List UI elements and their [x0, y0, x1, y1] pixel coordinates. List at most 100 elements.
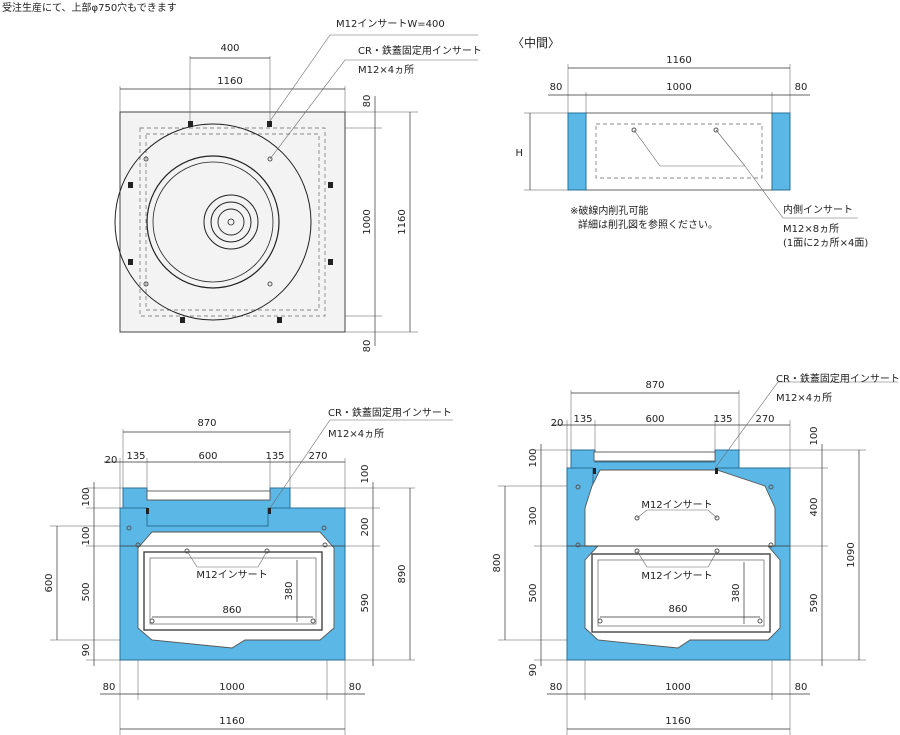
- section-right-dim-800: 800: [492, 553, 503, 572]
- plan-insert-left-1: [128, 182, 133, 188]
- section-right-callout-cr: CR・鉄蓋固定用インサート: [776, 372, 900, 385]
- plan-small-insert-3: [143, 281, 149, 287]
- section-left-dim-100-top-right: 100: [360, 464, 371, 483]
- section-right-dim-1090: 1090: [846, 542, 857, 567]
- middle-insert-2: [713, 127, 719, 133]
- section-left-dim-100-mid: 100: [81, 526, 92, 545]
- section-right-dim-1160: 1160: [665, 716, 690, 727]
- middle-callout-inner-qty1: M12×8ヵ所: [783, 223, 839, 235]
- plan-outline: [119, 111, 346, 333]
- section-left-dim-600-side: 600: [44, 573, 55, 592]
- plan-small-insert-1: [267, 156, 273, 162]
- section-left-dim-870: 870: [197, 418, 216, 429]
- section-right-dim-100-top-right: 100: [809, 426, 820, 445]
- section-left-dim-80-right: 80: [349, 682, 362, 693]
- middle-dim-80-left: 80: [550, 82, 563, 93]
- section-right-dim-860: 860: [668, 604, 687, 615]
- section-right-dim-270: 270: [755, 414, 774, 425]
- section-right-dim-100-top-left: 100: [528, 448, 539, 467]
- middle-view: 〈中間〉 1160 80 1000 80 H ※破線内削孔可能 詳細は削孔図を参…: [512, 35, 868, 249]
- section-left-dim-500: 500: [81, 582, 92, 601]
- plan-dim-400: 400: [220, 43, 239, 54]
- middle-dashed-drill-area: [595, 123, 763, 179]
- section-right-dim-400: 400: [809, 497, 820, 516]
- section-right-label-insert: M12インサート: [641, 570, 712, 582]
- plan-insert-bottom-right: [277, 317, 282, 323]
- plan-dashed-inner: [145, 133, 320, 311]
- section-right-dim-20: 20: [551, 418, 564, 429]
- section-right-dim-500: 500: [528, 583, 539, 602]
- section-left-cap-slab: [146, 490, 271, 501]
- plan-insert-left-2: [128, 259, 133, 265]
- section-left-window-inner: [149, 557, 317, 625]
- middle-dim-1160: 1160: [666, 55, 691, 66]
- header-note: 受注生産にて、上部φ750穴もできます: [2, 1, 177, 14]
- plan-insert-right-2: [328, 259, 333, 265]
- section-left-dim-1160: 1160: [219, 716, 244, 727]
- section-right-dim-590: 590: [809, 593, 820, 612]
- section-left-dim-90: 90: [81, 644, 92, 657]
- middle-note-line1: ※破線内削孔可能: [570, 204, 648, 217]
- plan-circle-4: [203, 194, 259, 250]
- section-right-label-insert-top: M12インサート: [641, 499, 712, 511]
- plan-dim-80-top: 80: [362, 95, 373, 108]
- plan-dim-1160-top: 1160: [217, 76, 242, 87]
- section-right: M12インサート M12インサート 380 860 870 20 135 600…: [492, 372, 900, 735]
- section-right-dim-1000: 1000: [665, 682, 690, 693]
- section-left-dim-135-left: 135: [126, 451, 145, 462]
- middle-dim-h: H: [515, 148, 523, 159]
- plan-circle-7: [227, 218, 235, 226]
- plan-callout-cr-qty: M12×4ヵ所: [358, 64, 414, 76]
- plan-view: 400 1160 80 1000 80 1160 M12インサートW=400 C…: [114, 18, 482, 353]
- section-left-dim-135-right: 135: [265, 451, 284, 462]
- plan-circle-5: [210, 201, 252, 243]
- section-right-cap-slab: [593, 451, 716, 462]
- section-right-dim-870: 870: [645, 380, 664, 391]
- section-left-label-insert: M12インサート: [196, 569, 267, 581]
- section-right-dim-600: 600: [645, 414, 664, 425]
- section-right-dim-80-left: 80: [550, 682, 563, 693]
- section-left-dim-860: 860: [222, 605, 241, 616]
- plan-dashed-opening: [139, 127, 326, 317]
- plan-dim-1000: 1000: [362, 209, 373, 234]
- middle-right-wall: [771, 112, 791, 191]
- plan-circle-3: [152, 161, 274, 283]
- section-right-dim-380: 380: [731, 583, 742, 602]
- section-left-dim-270: 270: [308, 451, 327, 462]
- section-left-dim-590: 590: [360, 593, 371, 612]
- middle-dim-80-right: 80: [795, 82, 808, 93]
- section-left-dim-200: 200: [360, 517, 371, 536]
- section-right-window-inner: [597, 559, 765, 627]
- plan-small-insert-2: [143, 156, 149, 162]
- section-right-dim-135-right: 135: [713, 414, 732, 425]
- section-right-dim-135-left: 135: [573, 414, 592, 425]
- section-left-dim-20: 20: [105, 455, 118, 466]
- plan-insert-right-1: [328, 182, 333, 188]
- plan-insert-top-left: [188, 121, 193, 127]
- section-left-dim-1000: 1000: [219, 682, 244, 693]
- middle-left-wall: [567, 112, 587, 191]
- plan-insert-top-right: [267, 121, 272, 127]
- middle-callout-inner: 内側インサート: [783, 203, 853, 216]
- section-right-dim-80-right: 80: [795, 682, 808, 693]
- middle-note-line2: 詳細は削孔図を参照ください。: [578, 218, 718, 231]
- middle-title: 〈中間〉: [512, 35, 560, 50]
- plan-callout-insert-w: M12インサートW=400: [336, 18, 445, 30]
- section-left-callout-cr: CR・鉄蓋固定用インサート: [328, 406, 452, 419]
- section-left-dim-890: 890: [397, 564, 408, 583]
- plan-insert-bottom-left: [180, 317, 185, 323]
- section-right-dim-90: 90: [528, 664, 539, 677]
- plan-callout-cr: CR・鉄蓋固定用インサート: [358, 44, 482, 57]
- plan-outer-circle: [114, 123, 312, 321]
- middle-dim-1000: 1000: [666, 82, 691, 93]
- plan-small-insert-4: [267, 281, 273, 287]
- middle-callout-inner-qty2: (1面に2ヵ所×4面): [783, 237, 868, 249]
- section-left: M12インサート 380 860 870 20 135 600 135 270 …: [44, 406, 453, 735]
- plan-dim-80-bottom: 80: [362, 340, 373, 353]
- plan-circle-6: [217, 208, 245, 236]
- plan-dim-1160-side: 1160: [397, 209, 408, 234]
- middle-insert-1: [631, 127, 637, 133]
- section-left-dim-80-left: 80: [103, 682, 116, 693]
- section-right-dim-300: 300: [528, 506, 539, 525]
